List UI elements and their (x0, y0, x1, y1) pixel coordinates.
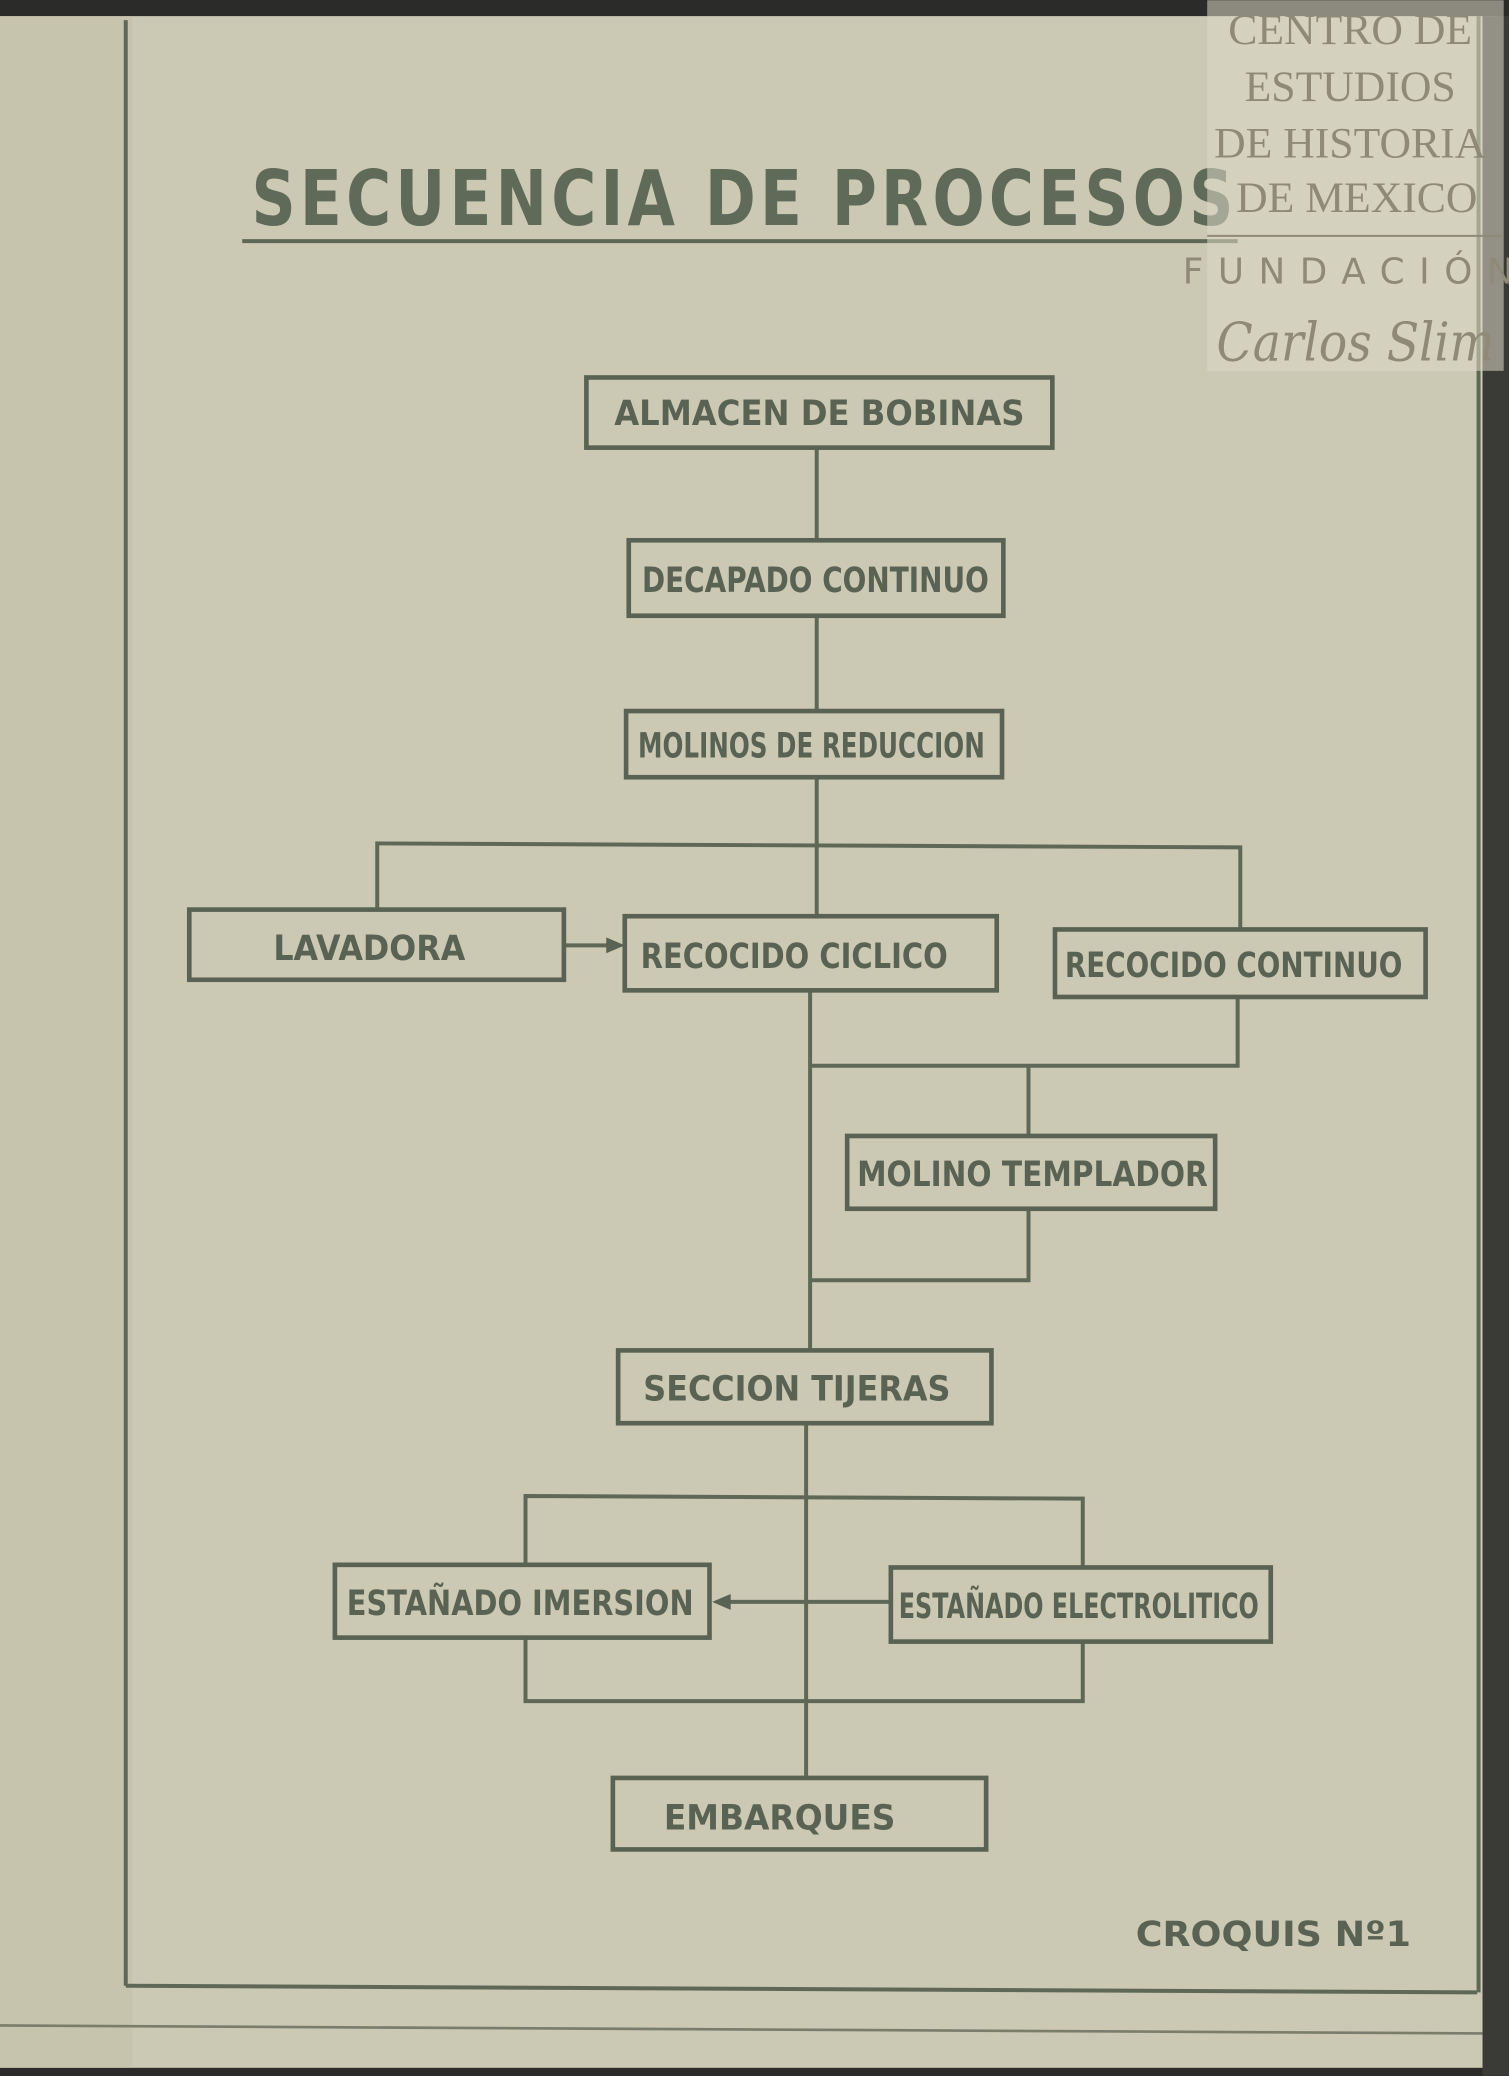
watermark-text: DE MEXICO (1236, 174, 1477, 222)
connectors (375, 447, 1243, 1778)
watermark-text: DE HISTORIA (1214, 120, 1487, 168)
box-seccion-tijeras: SECCION TIJERAS (615, 1348, 994, 1426)
arrow-electrolitico-to-imersion (712, 1593, 891, 1610)
box-label: DECAPADO CONTINUO (642, 561, 989, 601)
frame-divider (0, 2024, 1483, 2035)
arrowhead-right-icon (606, 937, 625, 954)
box-estanado-electrolitico: ESTAÑADO ELECTROLITICO (888, 1565, 1274, 1644)
box-label: RECOCIDO CONTINUO (1065, 946, 1403, 986)
box-decapado: DECAPADO CONTINUO (626, 537, 1006, 619)
box-almacen: ALMACEN DE BOBINAS (584, 375, 1055, 450)
box-label: MOLINOS DE REDUCCION (638, 726, 985, 766)
box-label: ALMACEN DE BOBINAS (614, 394, 1024, 434)
box-label: ESTAÑADO ELECTROLITICO (899, 1586, 1259, 1627)
watermark-signature: Carlos Slim (1216, 312, 1494, 373)
box-label: ESTAÑADO IMERSION (347, 1583, 694, 1624)
arrowhead-left-icon (712, 1593, 731, 1610)
box-label: LAVADORA (273, 929, 465, 969)
page-title: SECUENCIA DE PROCESOS (252, 155, 1238, 244)
watermark-text: CENTRO DE (1228, 6, 1472, 54)
box-molinos: MOLINOS DE REDUCCION (623, 708, 1005, 780)
box-recocido-continuo: RECOCIDO CONTINUO (1052, 927, 1428, 1000)
sketch-number: CROQUIS Nº1 (1136, 1915, 1411, 1955)
watermark-logo: CENTRO DE ESTUDIOS DE HISTORIA DE MEXICO… (1183, 0, 1509, 373)
box-embarques: EMBARQUES (610, 1775, 989, 1852)
box-lavadora: LAVADORA (186, 907, 567, 983)
watermark-foundation: FUNDACIÓN (1183, 251, 1509, 293)
box-label: EMBARQUES (664, 1799, 896, 1839)
box-label: SECCION TIJERAS (643, 1370, 950, 1410)
box-estanado-imersion: ESTAÑADO IMERSION (332, 1562, 712, 1640)
box-label: RECOCIDO CICLICO (641, 937, 948, 977)
watermark-text: ESTUDIOS (1245, 63, 1456, 111)
box-recocido-ciclico: RECOCIDO CICLICO (622, 913, 1000, 993)
arrow-lavadora-to-recocido (563, 937, 625, 954)
box-label: MOLINO TEMPLADOR (857, 1155, 1208, 1195)
box-molino-templador: MOLINO TEMPLADOR (844, 1133, 1218, 1212)
